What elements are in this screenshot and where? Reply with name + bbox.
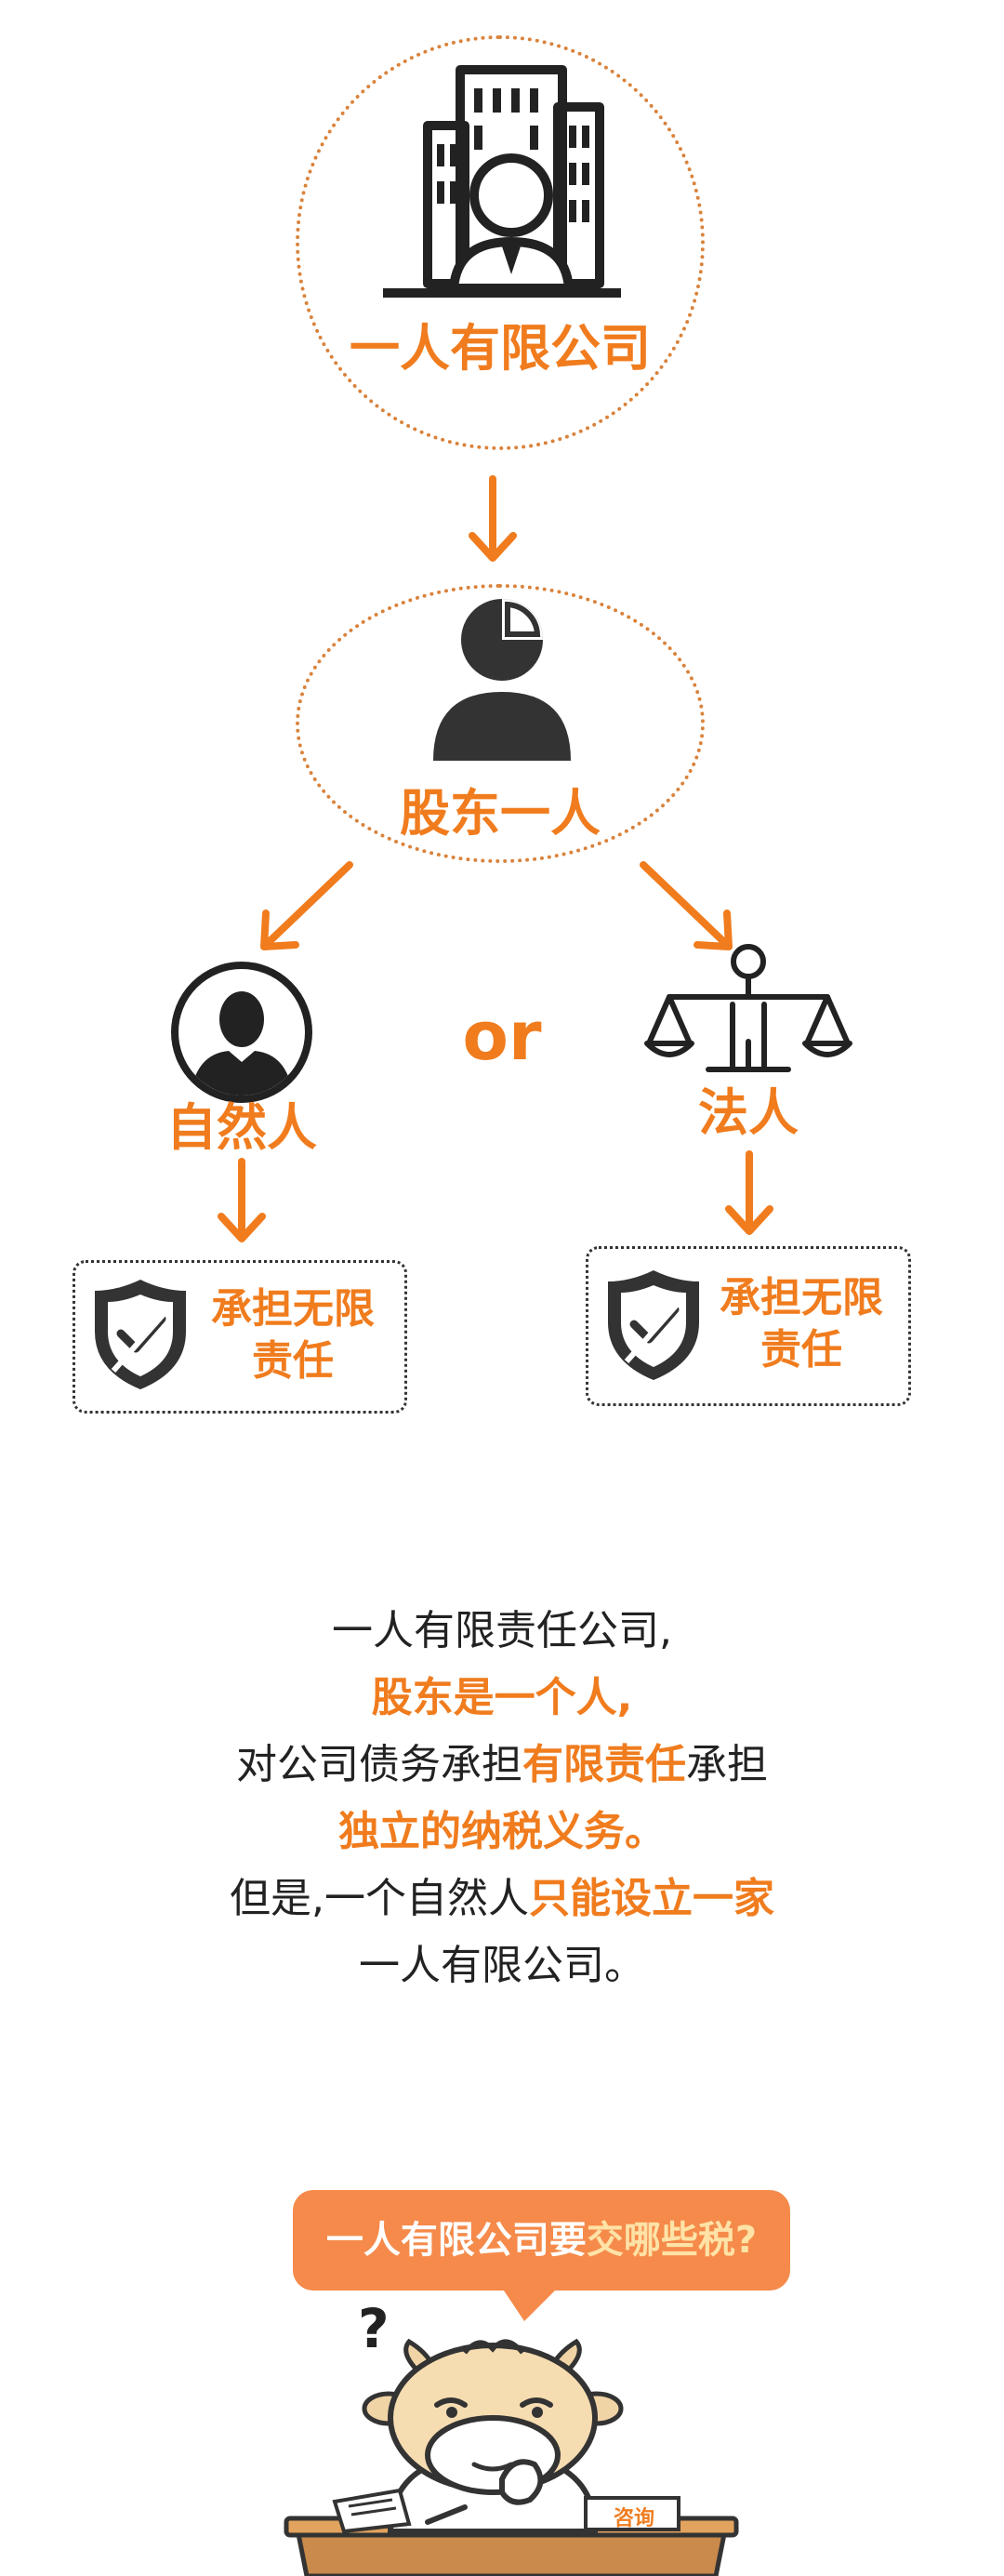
para-line3-b: 有限责任 bbox=[522, 1741, 686, 1788]
right-liability-box bbox=[586, 1246, 911, 1406]
bubble-tail bbox=[502, 2288, 558, 2321]
middle-ellipse bbox=[296, 584, 705, 863]
bubble-text-a: 一人有限公司要 bbox=[325, 2219, 587, 2262]
left-liability-box bbox=[73, 1260, 407, 1414]
left-box-line1: 承担无限 bbox=[211, 1285, 375, 1333]
para-line5: 但是,一个自然人只能设立一家 bbox=[0, 1866, 1004, 1932]
para-line2-text: 股东是一个人, bbox=[371, 1674, 633, 1721]
right-box-line1: 承担无限 bbox=[720, 1274, 883, 1321]
arrow-down-icon bbox=[469, 475, 517, 562]
arrow-down-icon bbox=[218, 1158, 266, 1242]
arrow-down-right-icon bbox=[640, 861, 733, 950]
person-circle-icon bbox=[171, 962, 312, 1103]
left-box-text: 承担无限 责任 bbox=[195, 1283, 390, 1388]
right-box-line2: 责任 bbox=[760, 1326, 842, 1374]
para-line3-a: 对公司债务承担 bbox=[236, 1741, 522, 1788]
shield-check-icon bbox=[608, 1270, 699, 1380]
or-text: or bbox=[462, 997, 542, 1075]
scales-icon bbox=[644, 944, 852, 1072]
para-line3: 对公司债务承担有限责任承担 bbox=[0, 1732, 1004, 1799]
left-label: 自然人 bbox=[166, 1098, 317, 1157]
shareholder-icon bbox=[433, 599, 571, 761]
para-line6: 一人有限公司。 bbox=[359, 1942, 645, 1989]
para-line1: 一人有限责任公司, bbox=[332, 1607, 672, 1654]
middle-label: 股东一人 bbox=[400, 784, 601, 843]
para-line3-c: 承担 bbox=[686, 1741, 768, 1788]
right-box-text: 承担无限 责任 bbox=[708, 1272, 894, 1376]
para-line2: 股东是一个人, bbox=[0, 1665, 1004, 1732]
left-box-line2: 责任 bbox=[252, 1337, 334, 1385]
cow-mascot-illustration bbox=[284, 2338, 739, 2576]
paper-label: 咨询 bbox=[613, 2507, 654, 2530]
arrow-down-left-icon bbox=[260, 861, 353, 950]
top-ellipse bbox=[296, 35, 705, 450]
para-line5-a: 但是,一个自然人 bbox=[230, 1875, 529, 1922]
building-person-icon bbox=[383, 65, 621, 298]
para-line4-text: 独立的纳税义务。 bbox=[338, 1808, 666, 1855]
bubble-text-b: 交哪些税? bbox=[586, 2219, 758, 2262]
question-mark: ? bbox=[358, 2297, 390, 2360]
right-label: 法人 bbox=[698, 1083, 799, 1142]
para-line4: 独立的纳税义务。 bbox=[0, 1799, 1004, 1866]
arrow-down-icon bbox=[725, 1150, 773, 1235]
shield-check-icon bbox=[95, 1280, 186, 1389]
question-bubble: 一人有限公司要交哪些税? bbox=[293, 2190, 790, 2291]
top-label: 一人有限公司 bbox=[350, 319, 651, 378]
para-line5-b: 只能设立一家 bbox=[529, 1875, 774, 1922]
